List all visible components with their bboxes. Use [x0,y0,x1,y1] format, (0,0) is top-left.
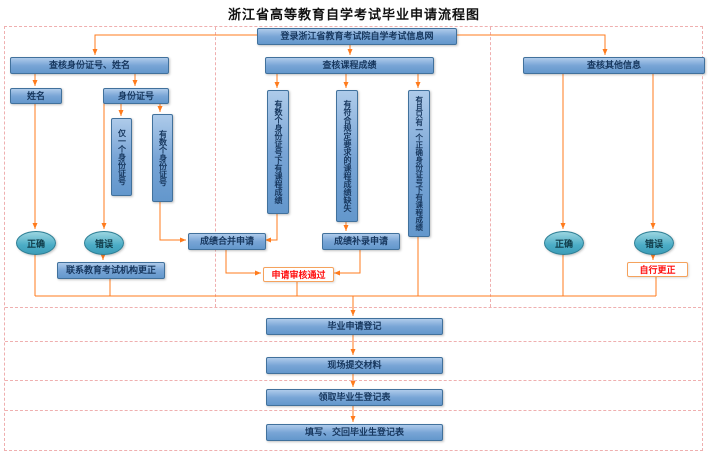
column-separator [490,27,491,307]
node-grad-register: 毕业申请登记 [266,318,443,335]
lane-separator [5,380,701,381]
node-check-other: 查核其他信息 [523,57,705,74]
node-cond-missing-grades: 有符合规定要求的课程成绩缺失 [336,90,358,222]
node-submit-materials: 现场提交材料 [266,357,443,374]
node-left-wrong: 错误 [84,231,124,255]
node-fill-form: 填写、交回毕业生登记表 [266,424,443,441]
node-id-number: 身份证号 [103,88,169,104]
node-cond-single-id-grades: 有且只有一个正确身份证号下有课程成绩 [408,90,430,237]
node-merge-apply: 成绩合并申请 [188,233,266,250]
node-check-id: 查核身份证号、姓名 [10,57,169,74]
node-contact-fix: 联系教育考试机构更正 [57,262,165,279]
node-right-wrong: 错误 [634,231,674,255]
node-multiple-id: 有数个身份证号 [152,114,173,202]
node-name: 姓名 [10,88,62,104]
node-left-correct: 正确 [16,231,56,255]
node-only-one-id: 仅一个身份证号 [111,118,132,196]
lane-separator [5,307,701,308]
lane-separator [5,341,701,342]
diagram-title: 浙江省高等教育自学考试毕业申请流程图 [227,7,480,22]
node-receive-form: 领取毕业生登记表 [266,389,443,406]
outer-frame [4,26,703,451]
node-check-grades: 查核课程成绩 [265,57,434,74]
node-approved: 申请审核通过 [263,267,334,282]
node-supplement-apply: 成绩补录申请 [322,233,400,250]
column-separator [215,27,216,307]
node-cond-multi-id-grades: 有数个身份证号下有课程成绩 [267,90,289,214]
node-self-fix: 自行更正 [627,262,688,277]
node-login: 登录浙江省教育考试院自学考试信息网 [257,28,457,45]
lane-separator [5,410,701,411]
node-right-correct: 正确 [544,231,584,255]
